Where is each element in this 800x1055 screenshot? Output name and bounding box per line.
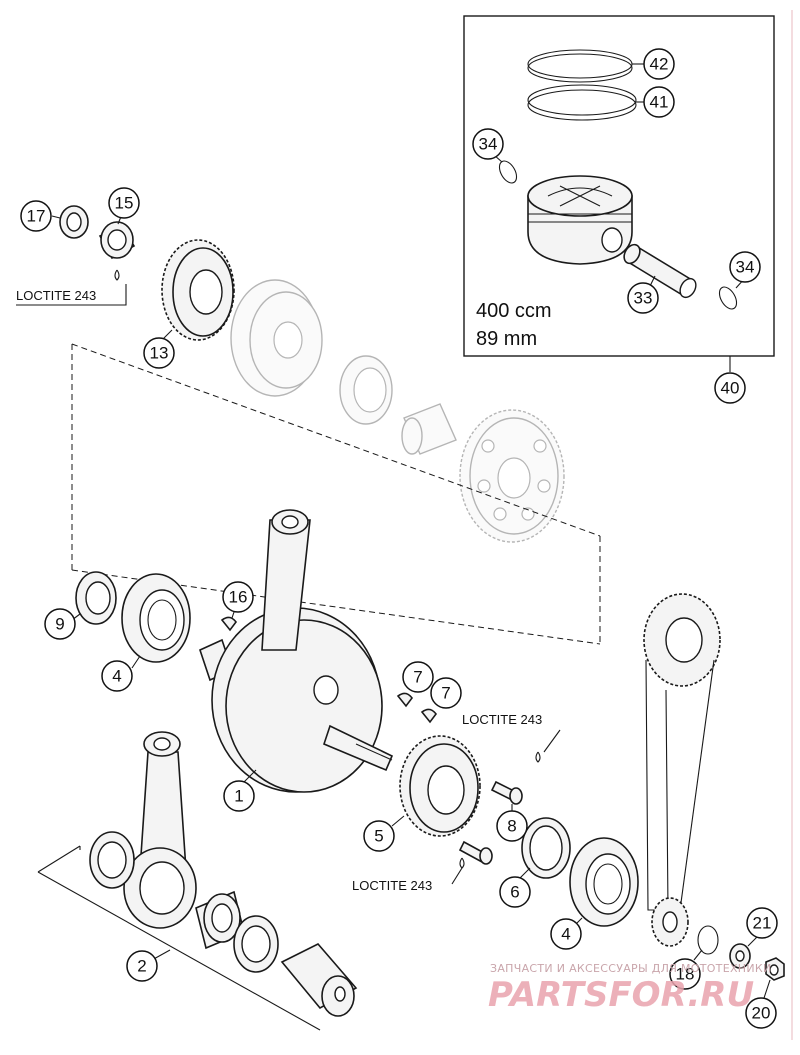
thrust-washer-b bbox=[233, 915, 279, 973]
axis-line-top bbox=[71, 343, 601, 537]
callout-4-right: 4 bbox=[550, 918, 582, 950]
callout-20: 20 bbox=[745, 997, 777, 1029]
gear-5 bbox=[399, 735, 481, 837]
circlip-18 bbox=[697, 925, 719, 955]
needle-cage bbox=[195, 890, 245, 950]
piston-pin bbox=[623, 243, 697, 299]
woodruff-key-16 bbox=[220, 616, 238, 632]
callout-7a: 7 bbox=[402, 661, 434, 693]
washer-21 bbox=[729, 943, 751, 969]
bushing-15 bbox=[98, 221, 136, 281]
timing-chain bbox=[643, 593, 721, 947]
svg-text:34: 34 bbox=[736, 258, 755, 277]
callout-2: 2 bbox=[126, 950, 158, 982]
piston-ring-top bbox=[527, 49, 633, 83]
crankshaft bbox=[199, 509, 394, 793]
loctite-drop-lower bbox=[459, 857, 465, 869]
circlip-left bbox=[498, 160, 518, 184]
callout-33: 33 bbox=[627, 282, 659, 314]
connecting-rod bbox=[123, 731, 197, 929]
watermark-caption: ЗАПЧАСТИ И АКСЕССУАРЫ ДЛЯ МОТОТЕХНИКИ bbox=[490, 962, 772, 975]
callout-40: 40 bbox=[714, 372, 746, 404]
loctite-label-upper: LOCTITE 243 bbox=[462, 712, 542, 727]
loctite-label-lower: LOCTITE 243 bbox=[352, 878, 432, 893]
main-bearing-left bbox=[121, 573, 191, 663]
watermark-brand: PARTSFOR.RU bbox=[488, 975, 754, 1015]
callout-34-left: 34 bbox=[472, 128, 504, 160]
callout-9: 9 bbox=[44, 608, 76, 640]
callout-1: 1 bbox=[223, 780, 255, 812]
loctite-drop-upper bbox=[535, 751, 541, 763]
svg-text:42: 42 bbox=[650, 55, 669, 74]
svg-text:21: 21 bbox=[753, 914, 772, 933]
washer-6 bbox=[521, 817, 571, 879]
kit2-bracket-top bbox=[37, 845, 81, 873]
svg-text:34: 34 bbox=[479, 135, 498, 154]
piston-ring-second bbox=[527, 84, 637, 121]
svg-text:16: 16 bbox=[229, 588, 248, 607]
svg-text:7: 7 bbox=[441, 684, 450, 703]
svg-text:41: 41 bbox=[650, 93, 669, 112]
svg-text:8: 8 bbox=[507, 817, 516, 836]
callout-21: 21 bbox=[746, 907, 778, 939]
svg-text:6: 6 bbox=[510, 883, 519, 902]
displacement-text: 400 ccm bbox=[476, 300, 552, 322]
svg-text:9: 9 bbox=[55, 615, 64, 634]
callout-15: 15 bbox=[108, 187, 140, 219]
kit2-bracket-bottom bbox=[37, 871, 321, 1031]
crank-pin bbox=[280, 943, 358, 1017]
svg-text:40: 40 bbox=[721, 379, 740, 398]
callout-6: 6 bbox=[499, 876, 531, 908]
svg-text:7: 7 bbox=[413, 668, 422, 687]
callout-17: 17 bbox=[20, 200, 52, 232]
main-bearing-right bbox=[569, 837, 639, 927]
callout-4-left: 4 bbox=[101, 660, 133, 692]
callout-42: 42 bbox=[643, 48, 675, 80]
svg-text:20: 20 bbox=[752, 1004, 771, 1023]
callout-8: 8 bbox=[496, 810, 528, 842]
thrust-washer-a bbox=[89, 831, 135, 889]
bolt-8a bbox=[490, 780, 523, 805]
svg-text:5: 5 bbox=[374, 827, 383, 846]
svg-text:33: 33 bbox=[634, 289, 653, 308]
piston bbox=[527, 175, 633, 265]
nut-20 bbox=[765, 957, 785, 981]
callout-16: 16 bbox=[222, 581, 254, 613]
callout-13: 13 bbox=[143, 337, 175, 369]
key-7b bbox=[420, 708, 438, 724]
piston-kit-box bbox=[463, 15, 775, 357]
flywheel-ghost bbox=[230, 279, 323, 397]
svg-text:1: 1 bbox=[234, 787, 243, 806]
bolt-8b bbox=[458, 840, 493, 865]
gear-13 bbox=[161, 239, 235, 341]
svg-text:15: 15 bbox=[115, 194, 134, 213]
oil-seal-17 bbox=[59, 205, 89, 239]
svg-text:4: 4 bbox=[561, 925, 570, 944]
svg-text:18: 18 bbox=[676, 965, 695, 984]
callout-7b: 7 bbox=[430, 677, 462, 709]
axis-line-bottom bbox=[71, 569, 601, 645]
callout-41: 41 bbox=[643, 86, 675, 118]
callout-34-right: 34 bbox=[729, 251, 761, 283]
key-7a bbox=[396, 692, 414, 708]
starter-gear-ghost bbox=[459, 409, 565, 543]
freewheel-ghost bbox=[339, 355, 393, 425]
needle-bearing-ghost bbox=[401, 403, 457, 455]
oil-seal-9 bbox=[75, 571, 117, 625]
callout-18: 18 bbox=[669, 958, 701, 990]
bore-text: 89 mm bbox=[476, 328, 537, 350]
svg-text:4: 4 bbox=[112, 667, 121, 686]
svg-text:13: 13 bbox=[150, 344, 169, 363]
circlip-right bbox=[718, 286, 738, 310]
callout-5: 5 bbox=[363, 820, 395, 852]
loctite-label-top: LOCTITE 243 bbox=[16, 288, 96, 303]
svg-text:2: 2 bbox=[137, 957, 146, 976]
svg-text:17: 17 bbox=[27, 207, 46, 226]
